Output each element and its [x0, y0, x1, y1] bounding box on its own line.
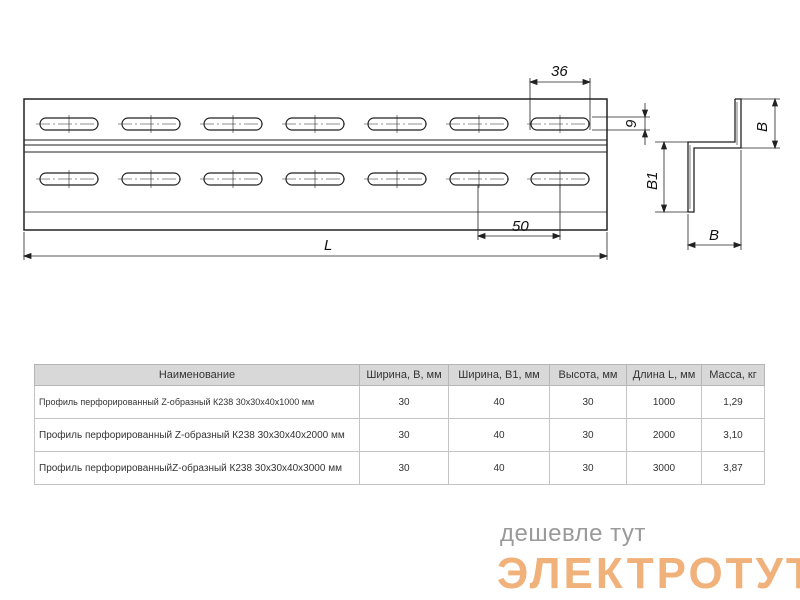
dim-50-label: 50 [512, 218, 529, 235]
table-row: Профиль перфорированный Z-образный К238 … [34, 418, 765, 452]
dim-B-vertical [741, 97, 780, 150]
col-mass-header: Масса, кг [701, 364, 765, 386]
dim-B1 [655, 140, 688, 214]
cell-width-b: 30 [359, 385, 449, 419]
dim-36 [528, 78, 592, 130]
dim-50 [476, 185, 562, 240]
cell-length: 1000 [626, 385, 702, 419]
table-row: Профиль перфорированный Z-образный К238 … [34, 385, 765, 419]
cell-width-b1: 40 [448, 451, 550, 485]
cell-name: Профиль перфорированный Z-образный К238 … [34, 418, 360, 452]
cell-width-b1: 40 [448, 385, 550, 419]
table-header-row: Наименование Ширина, В, мм Ширина, В1, м… [34, 364, 765, 386]
dim-9 [592, 103, 650, 145]
table-row: Профиль перфорированныйZ-образный К238 3… [34, 451, 765, 485]
dim-B-horizontal [686, 150, 743, 250]
cell-mass: 3,10 [701, 418, 765, 452]
col-height-header: Высота, мм [549, 364, 627, 386]
dim-36-label: 36 [551, 63, 568, 80]
col-name-header: Наименование [34, 364, 360, 386]
col-width-b1-header: Ширина, В1, мм [448, 364, 550, 386]
cell-length: 3000 [626, 451, 702, 485]
cell-mass: 1,29 [701, 385, 765, 419]
dim-B1-label: B1 [644, 172, 661, 190]
watermark-tagline: дешевле тут [500, 520, 646, 547]
cell-name: Профиль перфорированный Z-образный К238 … [34, 385, 360, 419]
cell-width-b1: 40 [448, 418, 550, 452]
cell-name: Профиль перфорированныйZ-образный К238 3… [34, 451, 360, 485]
dim-B-vertical-label: B [754, 122, 771, 132]
dim-L [22, 232, 609, 260]
cell-height: 30 [549, 385, 627, 419]
dim-L-label: L [324, 237, 332, 254]
cell-height: 30 [549, 418, 627, 452]
watermark-brand: ЭЛЕКТРОТУТ [497, 549, 800, 598]
slot-holes [36, 115, 593, 188]
cell-length: 2000 [626, 418, 702, 452]
spec-table: Наименование Ширина, В, мм Ширина, В1, м… [34, 364, 765, 485]
dim-9-label: 9 [623, 119, 640, 128]
watermark-logo: дешевле тут ЭЛЕКТРОТУТ [497, 520, 800, 600]
col-length-header: Длина L, мм [626, 364, 702, 386]
cell-mass: 3,87 [701, 451, 765, 485]
col-width-b-header: Ширина, В, мм [359, 364, 449, 386]
cell-width-b: 30 [359, 418, 449, 452]
profile-drawing: 36 9 50 L B [22, 63, 780, 260]
profile-outline [23, 98, 608, 231]
z-profile-section [687, 98, 742, 213]
dim-B-horizontal-label: B [709, 227, 719, 244]
cell-width-b: 30 [359, 451, 449, 485]
cell-height: 30 [549, 451, 627, 485]
